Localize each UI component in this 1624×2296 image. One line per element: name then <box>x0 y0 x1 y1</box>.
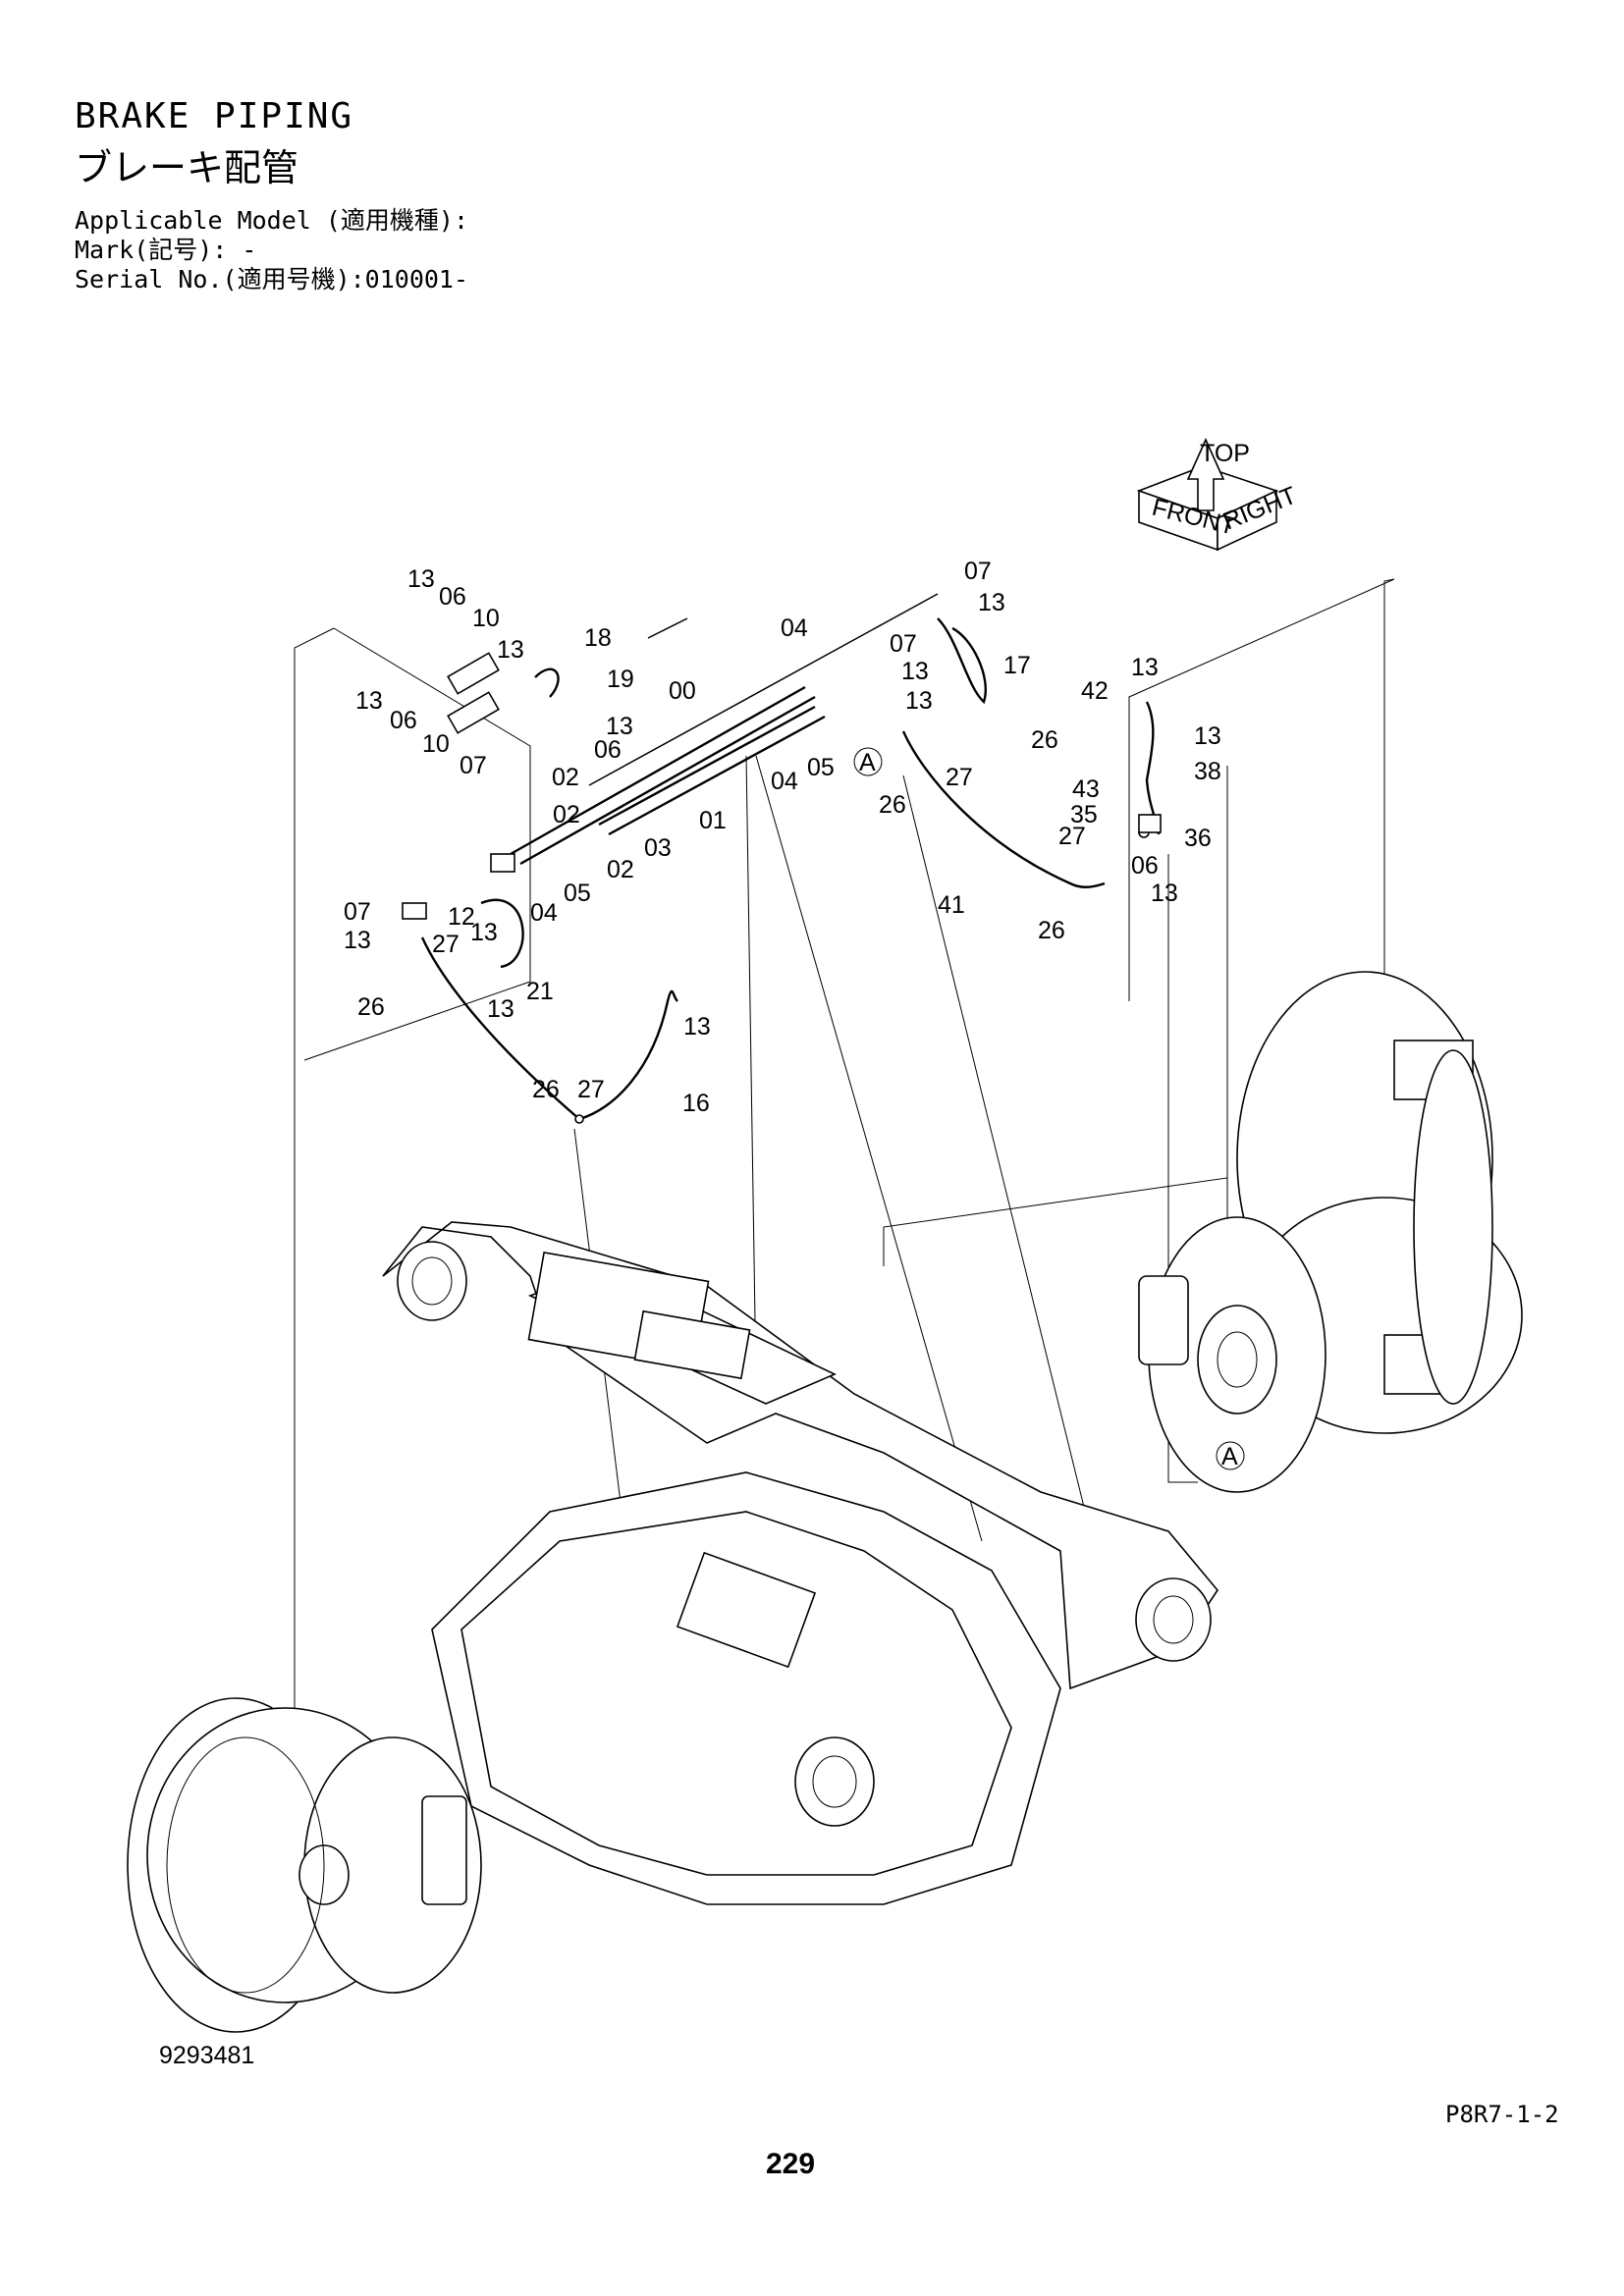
callout-13: 13 <box>683 1013 711 1041</box>
callout-38: 38 <box>1194 758 1221 785</box>
callout-02: 02 <box>607 856 634 883</box>
callout-36: 36 <box>1184 825 1212 852</box>
applicable-model: Applicable Model (適用機種): <box>75 206 469 235</box>
callout-06: 06 <box>439 583 466 611</box>
callout-13: 13 <box>497 636 524 664</box>
detail-marker-a-label: A <box>859 749 876 776</box>
callout-26: 26 <box>532 1076 560 1103</box>
callout-35: 35 <box>1070 801 1098 828</box>
callout-13: 13 <box>1131 654 1159 681</box>
orientation-cube-icon: FRONT RIGHT TOP <box>1136 438 1300 552</box>
callout-13: 13 <box>487 995 514 1023</box>
callout-21: 19 <box>607 666 634 693</box>
callout-01: 01 <box>699 807 727 834</box>
callout-10: 10 <box>422 730 450 758</box>
callout-02: 02 <box>553 801 580 828</box>
page-code: P8R7-1-2 <box>1445 2101 1559 2128</box>
callout-03: 03 <box>644 834 672 862</box>
callout-16: 16 <box>682 1090 710 1117</box>
callout-04: 04 <box>781 614 808 642</box>
callout-13: 13 <box>355 687 383 715</box>
callout-17: 17 <box>1003 652 1031 679</box>
callout-06: 06 <box>594 736 622 764</box>
callout-27: 27 <box>577 1076 605 1103</box>
orient-top: TOP <box>1200 440 1250 467</box>
callout-13: 13 <box>978 589 1005 616</box>
callout-13: 13 <box>1151 880 1178 907</box>
callout-04: 04 <box>771 768 798 795</box>
callout-07: 07 <box>964 558 992 585</box>
callout-26: 26 <box>879 791 906 819</box>
callout-13: 13 <box>344 927 371 954</box>
callout-26: 26 <box>1038 917 1065 944</box>
callout-13: 13 <box>470 919 498 946</box>
callout-04: 04 <box>530 899 558 927</box>
callout-13: 13 <box>407 565 435 593</box>
callout-12: 12 <box>448 903 475 931</box>
callout-27: 27 <box>1058 823 1086 850</box>
callout-13: 13 <box>905 687 933 715</box>
callout-18: 18 <box>584 624 612 652</box>
axle-housing <box>382 1221 1218 1905</box>
diagram-number: 9293481 <box>159 2042 255 2069</box>
callout-07: 07 <box>460 752 487 779</box>
callout-13: 13 <box>901 658 929 685</box>
mark-code: Mark(記号): - <box>75 236 257 264</box>
callout-19: 21 <box>526 978 554 1005</box>
callout-05: 05 <box>807 754 835 781</box>
callout-07: 07 <box>890 630 917 658</box>
callout-06: 06 <box>390 707 417 734</box>
page-number: 229 <box>766 2148 816 2180</box>
callout-41: 41 <box>938 891 965 919</box>
callout-13: 13 <box>1194 722 1221 750</box>
callout-10: 10 <box>472 605 500 632</box>
left-wheel-hub <box>127 1697 482 2033</box>
callout-06: 06 <box>1131 852 1159 880</box>
title-english: BRAKE PIPING <box>75 96 354 136</box>
detail-marker-a <box>853 747 883 776</box>
right-wheel-hub <box>1138 971 1523 1493</box>
callout-42: 42 <box>1081 677 1109 705</box>
callout-26: 26 <box>1031 726 1058 754</box>
callout-07: 07 <box>344 898 371 926</box>
callout-27: 27 <box>432 931 460 958</box>
callout-00: 00 <box>669 677 696 705</box>
detail-marker-a-2-label: A <box>1221 1443 1238 1470</box>
callout-43: 43 <box>1072 775 1100 803</box>
title-japanese: ブレーキ配管 <box>75 146 299 189</box>
brake-tube-assembly <box>402 593 1162 1124</box>
detail-marker-a-2 <box>1216 1441 1245 1470</box>
serial-number: Serial No.(適用号機):010001- <box>75 265 469 294</box>
callout-27: 27 <box>946 764 973 791</box>
callout-02: 02 <box>552 764 579 791</box>
callout-05: 05 <box>564 880 591 907</box>
callout-26: 26 <box>357 993 385 1021</box>
part-callouts: 13 06 10 13 18 19 13 06 10 07 13 06 02 0… <box>344 558 1221 1117</box>
callout-13: 13 <box>606 713 633 740</box>
